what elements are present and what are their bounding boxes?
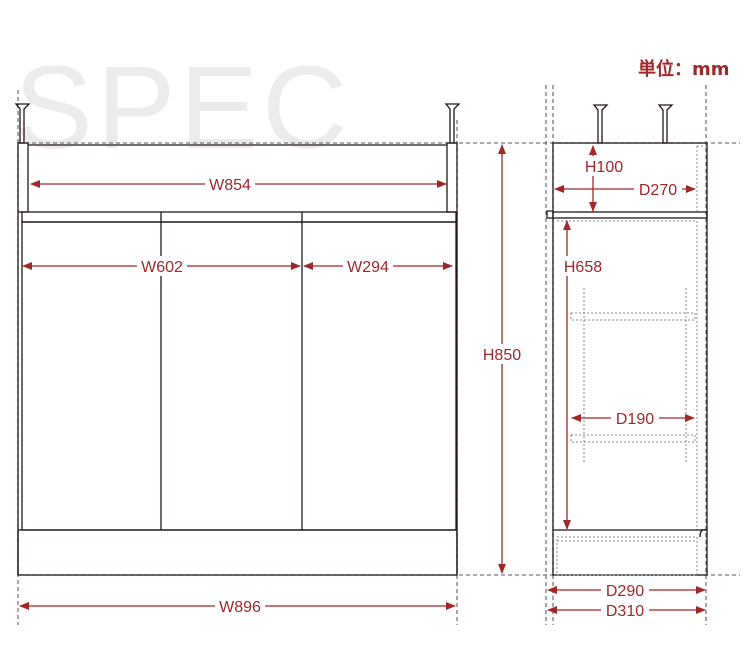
dim-w854: W854: [209, 177, 251, 194]
dim-w896: W896: [219, 599, 261, 616]
side-view: H100 D270 H658 D190 D290 D310: [545, 85, 708, 625]
shelf: [570, 434, 696, 443]
tension-pole: [592, 104, 609, 144]
dim-d290: D290: [606, 583, 644, 600]
dim-h850: H850: [483, 347, 521, 364]
shelf: [570, 312, 696, 321]
front-view: W854 W602 W294 H850 W896: [14, 90, 740, 625]
dim-h100: H100: [585, 159, 623, 176]
dim-h658: H658: [564, 259, 602, 276]
countertop: [21, 211, 457, 223]
dim-d190: D190: [616, 411, 654, 428]
tension-pole: [657, 104, 674, 144]
title-watermark: SPEC: [14, 42, 351, 174]
dim-w294: W294: [347, 259, 389, 276]
dim-d310: D310: [606, 603, 644, 620]
dim-d270: D270: [639, 182, 677, 199]
countertop-side: [552, 211, 708, 219]
unit-label: 単位：mm: [638, 58, 730, 80]
dim-w602: W602: [141, 259, 183, 276]
base-plinth: [17, 529, 458, 576]
